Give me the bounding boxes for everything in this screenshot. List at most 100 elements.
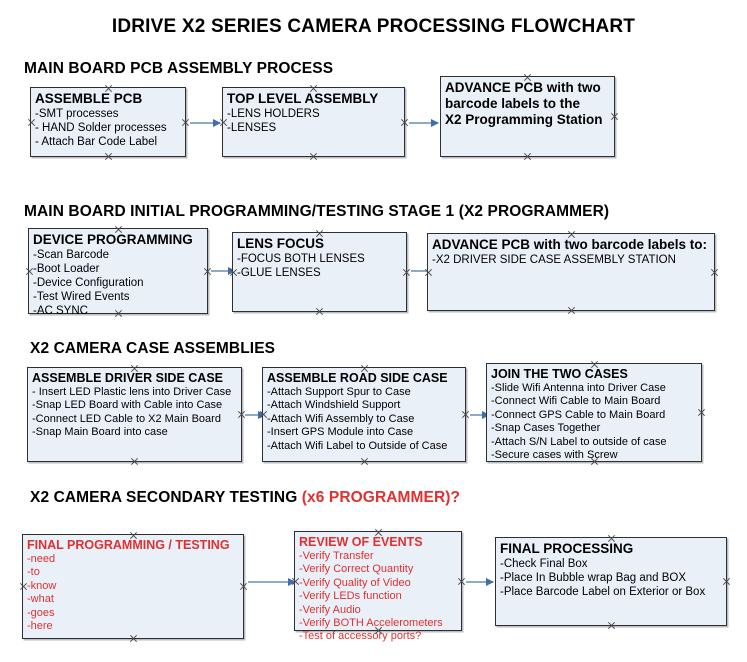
section-heading-1: MAIN BOARD PCB ASSEMBLY PROCESS: [24, 60, 333, 78]
box-line: -Attach Support Spur to Case: [267, 386, 411, 398]
resize-handle-bottom[interactable]: [607, 621, 616, 630]
box-lens-focus[interactable]: LENS FOCUS -FOCUS BOTH LENSES -GLUE LENS…: [232, 232, 407, 312]
box-line: - HAND Solder processes: [35, 122, 167, 134]
box-header: FINAL PROCESSING: [500, 541, 634, 556]
box-line: -to: [27, 566, 40, 579]
box-line: -Attach S/N Label to outside of case: [491, 435, 667, 448]
box-line: -Verify Correct Quantity: [299, 563, 414, 576]
connector-arrow: [409, 118, 439, 127]
box-line-overflow: -Test of accessory ports?: [299, 630, 422, 643]
box-advance-pcb-driver-side-case[interactable]: ADVANCE PCB with two barcode labels to: …: [427, 233, 715, 311]
box-line: -Place Barcode Label on Exterior or Box: [500, 586, 706, 598]
section-heading-2: MAIN BOARD INITIAL PROGRAMMING/TESTING S…: [24, 203, 609, 221]
section-heading-3-text: X2 CAMERA CASE ASSEMBLIES: [30, 340, 276, 357]
resize-handle-bottom[interactable]: [130, 457, 139, 466]
box-line: -Attach Wifi Label to Outside of Case: [267, 439, 448, 452]
section-heading-3: X2 CAMERA CASE ASSEMBLIES: [30, 340, 275, 358]
box-line: -Connect Wifi Cable to Main Board: [491, 395, 661, 408]
box-header: TOP LEVEL ASSEMBLY: [227, 91, 379, 106]
resize-handle-right[interactable]: [457, 577, 466, 586]
resize-handle-bottom[interactable]: [129, 634, 138, 643]
box-line: -Snap Main Board into case: [32, 426, 168, 439]
resize-handle-bottom[interactable]: [315, 307, 324, 316]
resize-handle-bottom[interactable]: [567, 306, 576, 315]
box-line: -Verify LEDs function: [299, 590, 402, 603]
resize-handle-bottom[interactable]: [523, 152, 532, 161]
box-header: REVIEW OF EVENTS: [299, 535, 423, 549]
box-line: -Snap Cases Together: [491, 422, 601, 435]
box-assemble-driver-side-case[interactable]: ASSEMBLE DRIVER SIDE CASE - Insert LED P…: [27, 367, 242, 462]
box-line: -Verify Audio: [299, 603, 361, 616]
resize-handle-bottom[interactable]: [309, 152, 318, 161]
box-header: ASSEMBLE PCB: [35, 91, 143, 106]
resize-handle-right[interactable]: [722, 577, 731, 586]
box-header: JOIN THE TWO CASES: [491, 367, 628, 381]
connector-arrow: [248, 577, 296, 586]
box-line: -LENS HOLDERS: [227, 108, 320, 120]
page-title: IDRIVE X2 SERIES CAMERA PROCESSING FLOWC…: [111, 16, 636, 37]
box-line: -AC SYNC: [33, 305, 88, 317]
resize-handle-right[interactable]: [697, 408, 706, 417]
box-review-of-events[interactable]: REVIEW OF EVENTS -Verify Transfer -Verif…: [294, 531, 462, 642]
box-line: -LENSES: [227, 122, 277, 134]
box-line: -Check Final Box: [500, 558, 588, 570]
box-header: ADVANCE PCB with two barcode labels to:: [432, 237, 708, 252]
box-line: -Connect LED Cable to X2 Main Board: [32, 412, 221, 425]
box-assemble-road-side-case[interactable]: ASSEMBLE ROAD SIDE CASE -Attach Support …: [262, 367, 466, 462]
section-heading-1-text: MAIN BOARD PCB ASSEMBLY PROCESS: [24, 60, 334, 77]
box-line: -here: [27, 620, 53, 633]
box-header: ASSEMBLE ROAD SIDE CASE: [267, 371, 448, 385]
resize-handle-right[interactable]: [181, 118, 190, 127]
box-advance-pcb-programming-station[interactable]: ADVANCE PCB with two barcode labels to t…: [440, 76, 615, 157]
connector-arrow: [466, 577, 494, 586]
box-assemble-pcb[interactable]: ASSEMBLE PCB -SMT processes - HAND Solde…: [30, 87, 186, 157]
box-line: -SMT processes: [35, 108, 119, 120]
box-line: -Secure cases with Screw: [491, 449, 618, 462]
box-header: LENS FOCUS: [237, 236, 325, 251]
box-line: -Test Wired Events: [33, 291, 130, 303]
box-header-line3: X2 Programming Station: [445, 112, 603, 127]
box-line: -GLUE LENSES: [237, 267, 321, 279]
box-line: - Insert LED Plastic lens into Driver Ca…: [32, 386, 232, 398]
box-final-programming-testing[interactable]: FINAL PROGRAMMING / TESTING -need -to -k…: [22, 534, 244, 639]
box-line: -Verify Transfer: [299, 550, 374, 562]
box-line: -Verify BOTH Accelerometers: [299, 617, 443, 630]
section-heading-4: X2 CAMERA SECONDARY TESTING (x6 PROGRAMM…: [30, 489, 460, 507]
box-line: -FOCUS BOTH LENSES: [237, 253, 365, 265]
box-line: -know: [27, 579, 57, 592]
box-header: FINAL PROGRAMMING / TESTING: [27, 538, 230, 552]
box-line: -Snap LED Board with Cable into Case: [32, 399, 223, 412]
resize-handle-right[interactable]: [710, 268, 719, 277]
box-top-level-assembly[interactable]: TOP LEVEL ASSEMBLY -LENS HOLDERS -LENSES: [222, 87, 405, 157]
box-line: -Attach Wifi Assembly to Case: [267, 412, 415, 425]
resize-handle-left[interactable]: [424, 268, 433, 277]
box-final-processing[interactable]: FINAL PROCESSING -Check Final Box -Place…: [495, 537, 727, 626]
box-line: -Boot Loader: [33, 263, 100, 275]
resize-handle-bottom[interactable]: [104, 152, 113, 161]
box-header: DEVICE PROGRAMMING: [33, 232, 193, 247]
box-device-programming[interactable]: DEVICE PROGRAMMING -Scan Barcode -Boot L…: [28, 228, 208, 317]
box-line: -Attach Windshield Support: [267, 399, 401, 412]
box-header: ASSEMBLE DRIVER SIDE CASE: [32, 371, 224, 385]
box-line: -what: [27, 593, 54, 606]
resize-handle-right[interactable]: [402, 268, 411, 277]
box-join-the-two-cases[interactable]: JOIN THE TWO CASES -Slide Wifi Antenna i…: [486, 363, 702, 462]
box-line: -X2 DRIVER SIDE CASE ASSEMBLY STATION: [432, 254, 676, 266]
box-line: - Attach Bar Code Label: [35, 136, 158, 148]
resize-handle-right[interactable]: [461, 410, 470, 419]
box-line: -goes: [27, 606, 55, 619]
resize-handle-right[interactable]: [239, 582, 248, 591]
resize-handle-bottom[interactable]: [360, 457, 369, 466]
section-heading-4-text: X2 CAMERA SECONDARY TESTING: [30, 489, 302, 506]
resize-handle-right[interactable]: [400, 118, 409, 127]
box-line: -Insert GPS Module into Case: [267, 426, 414, 439]
box-line: -Scan Barcode: [33, 249, 110, 261]
resize-handle-right[interactable]: [610, 112, 619, 121]
section-heading-2-text: MAIN BOARD INITIAL PROGRAMMING/TESTING S…: [24, 203, 610, 220]
box-line: -Place In Bubble wrap Bag and BOX: [500, 572, 687, 584]
box-line: -Slide Wifi Antenna into Driver Case: [491, 382, 666, 394]
box-line: -need: [27, 553, 56, 565]
box-line: -Connect GPS Cable to Main Board: [491, 408, 666, 421]
box-header-line2: barcode labels to the: [445, 96, 581, 111]
